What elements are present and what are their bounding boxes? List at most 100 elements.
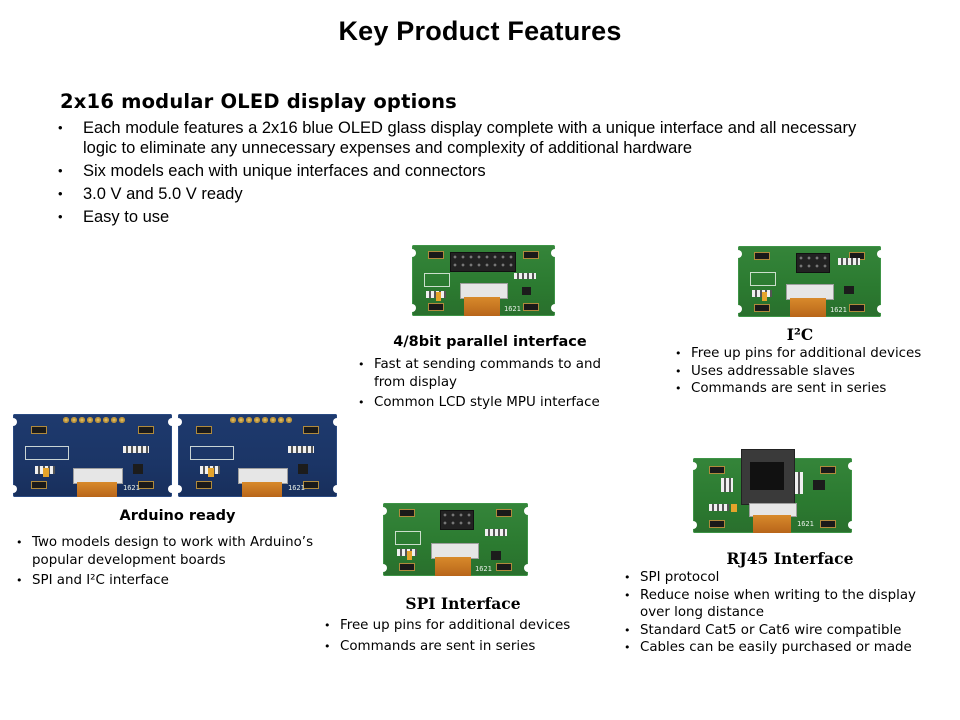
- mount-pad: [849, 304, 865, 312]
- rj45-bullet: SPI protocol: [622, 569, 957, 587]
- i2c-bullets: Free up pins for additional devices Uses…: [673, 345, 958, 398]
- i2c-module-image: 1621: [738, 246, 881, 317]
- mount-pad: [399, 563, 415, 571]
- capacitor: [731, 504, 737, 512]
- feature-bullet: Six models each with unique interfaces a…: [58, 161, 918, 181]
- board-notch: [333, 485, 337, 493]
- mount-pad: [138, 481, 154, 489]
- mount-pad: [523, 303, 539, 311]
- feature-bullet: Easy to use: [58, 207, 918, 227]
- rj45-title: RJ45 Interface: [726, 549, 854, 568]
- mount-pad: [754, 304, 770, 312]
- ic-chip: [133, 464, 143, 474]
- header-pin: [238, 417, 244, 423]
- pin-header: [796, 253, 830, 273]
- board-notch: [13, 418, 17, 426]
- header-pin: [254, 417, 260, 423]
- mount-pad: [303, 426, 319, 434]
- header-pin: [63, 417, 69, 423]
- board-notch: [524, 507, 528, 515]
- board-notch: [412, 304, 416, 312]
- ic-chip: [298, 464, 308, 474]
- smd-components: [514, 273, 536, 279]
- header-pin: [230, 417, 236, 423]
- header-pin: [95, 417, 101, 423]
- spi-module-image: 1621: [383, 503, 528, 576]
- parallel-module-image: 1621: [412, 245, 555, 316]
- mount-pad: [754, 252, 770, 260]
- flex-cable: [242, 482, 282, 497]
- capacitor: [43, 468, 49, 477]
- section-subhead: 2x16 modular OLED display options: [60, 90, 457, 113]
- mount-pad: [196, 426, 212, 434]
- rj45-jack: [741, 449, 795, 505]
- smd-components: [485, 529, 507, 536]
- smd-components: [123, 446, 149, 453]
- board-notch: [689, 521, 697, 529]
- ic-chip: [522, 287, 531, 295]
- board-notch: [383, 564, 387, 572]
- mount-pad: [709, 520, 725, 528]
- board-notch: [848, 462, 856, 470]
- date-code: 1621: [288, 484, 305, 492]
- header-pin: [286, 417, 292, 423]
- jumper-label-box: [190, 446, 234, 460]
- header-pin: [119, 417, 125, 423]
- header-pin: [270, 417, 276, 423]
- arduino-bullets: Two models design to work with Arduino’s…: [14, 534, 334, 593]
- capacitor: [407, 551, 412, 560]
- header-pin: [71, 417, 77, 423]
- smd-components: [709, 504, 729, 511]
- parallel-bullets: Fast at sending commands to and from dis…: [356, 356, 636, 415]
- smd-components: [721, 478, 733, 492]
- board-notch: [178, 418, 182, 426]
- mount-pad: [399, 509, 415, 517]
- header-pin: [278, 417, 284, 423]
- mount-pad: [428, 303, 444, 311]
- feature-list: Each module features a 2x16 blue OLED gl…: [58, 118, 918, 230]
- board-notch: [551, 249, 555, 257]
- date-code: 1621: [123, 484, 140, 492]
- i2c-bullet: Free up pins for additional devices: [673, 345, 958, 363]
- flex-cable: [464, 297, 500, 316]
- feature-bullet: 3.0 V and 5.0 V ready: [58, 184, 918, 204]
- arduino-title: Arduino ready: [119, 508, 236, 524]
- capacitor: [208, 468, 214, 477]
- i2c-title: I²C: [786, 325, 814, 344]
- jumper-label-box: [395, 531, 421, 545]
- mount-pad: [428, 251, 444, 259]
- board-notch: [738, 305, 742, 313]
- ic-chip: [813, 480, 825, 490]
- board-notch: [551, 304, 555, 312]
- rj45-bullet: Standard Cat5 or Cat6 wire compatible: [622, 622, 957, 640]
- rj45-bullets: SPI protocol Reduce noise when writing t…: [622, 569, 957, 657]
- board-notch: [383, 507, 387, 515]
- header-pin: [262, 417, 268, 423]
- board-notch: [738, 250, 742, 258]
- pin-header: [450, 252, 516, 272]
- mount-pad: [31, 481, 47, 489]
- header-pin: [246, 417, 252, 423]
- spi-bullets: Free up pins for additional devices Comm…: [322, 617, 612, 658]
- mount-pad: [709, 466, 725, 474]
- spi-title: SPI Interface: [405, 594, 521, 613]
- flex-cable: [435, 557, 471, 576]
- board-notch: [877, 305, 881, 313]
- jumper-label-box: [424, 273, 450, 287]
- arduino-i2c-module-image: 1621: [178, 414, 337, 497]
- board-notch: [524, 564, 528, 572]
- parallel-bullet: Common LCD style MPU interface: [356, 394, 636, 412]
- board-notch: [877, 250, 881, 258]
- i2c-bullet: Uses addressable slaves: [673, 363, 958, 381]
- header-pin: [111, 417, 117, 423]
- ic-chip: [491, 551, 501, 560]
- mount-pad: [496, 509, 512, 517]
- mount-pad: [138, 426, 154, 434]
- mount-pad: [31, 426, 47, 434]
- date-code: 1621: [797, 520, 814, 528]
- board-notch: [13, 485, 17, 493]
- rj45-bullet: Reduce noise when writing to the display…: [622, 587, 950, 622]
- arduino-bullet: SPI and I²C interface: [14, 572, 334, 590]
- pin-header: [440, 510, 474, 530]
- jumper-label-box: [750, 272, 776, 286]
